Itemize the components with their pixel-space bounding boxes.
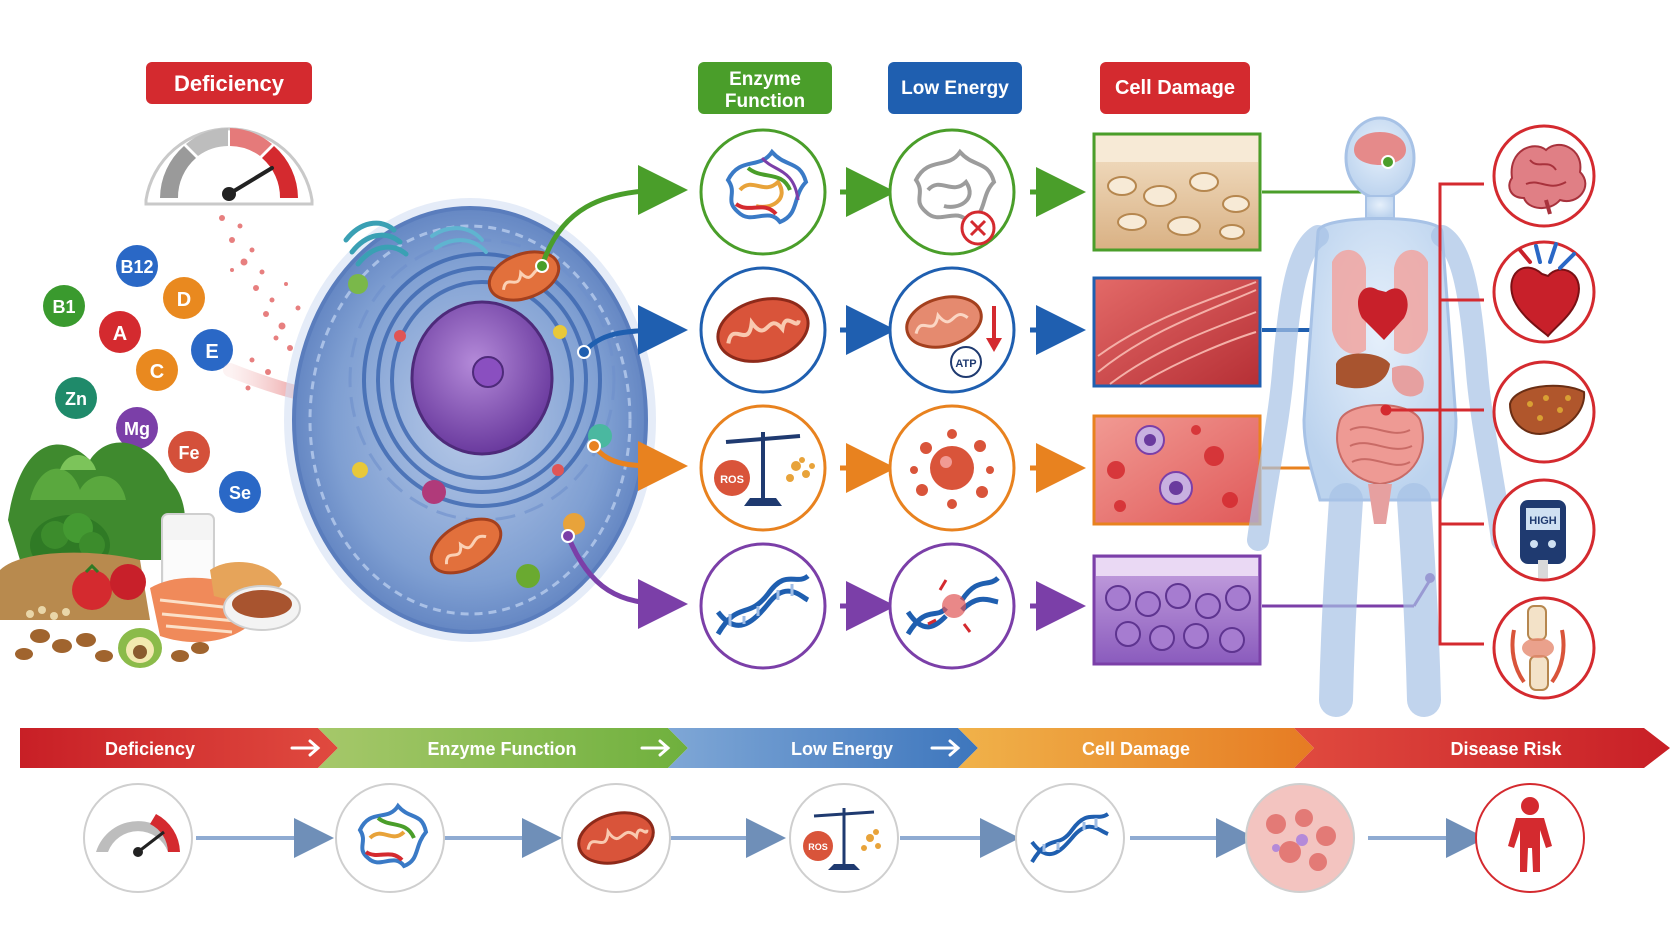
bottom-icon-row: ROS — [83, 783, 1585, 893]
bottom-person-icon — [1475, 783, 1585, 893]
svg-text:A: A — [113, 323, 127, 345]
timeline-segment-damage — [958, 728, 1314, 768]
svg-text:Se: Se — [229, 483, 251, 503]
svg-text:B1: B1 — [52, 297, 75, 317]
row-energy: ATP — [699, 266, 1356, 394]
nutrient-mg: Mg — [116, 407, 158, 449]
svg-text:Fe: Fe — [178, 443, 199, 463]
bone-tissue-image — [1092, 132, 1262, 252]
deficiency-header: Deficiency — [146, 62, 312, 104]
glucose-meter-icon: HIGH — [1492, 478, 1596, 582]
timeline-segment-enzyme — [318, 728, 688, 768]
timeline-label-disease: Disease Risk — [1450, 739, 1562, 759]
heart-organ — [1357, 287, 1408, 340]
enzyme-protein-icon — [699, 128, 827, 256]
inflamed-tissue-image — [1092, 414, 1262, 526]
muscle-tissue-image — [1092, 276, 1262, 388]
svg-text:ROS: ROS — [720, 474, 744, 486]
nutrient-a: A — [99, 311, 141, 353]
bottom-dna-icon — [1015, 783, 1125, 893]
enzyme-function-header: Enzyme Function — [698, 62, 832, 114]
timeline-label-damage: Cell Damage — [1082, 739, 1190, 759]
organ-connectors — [1380, 182, 1484, 646]
svg-text:D: D — [177, 289, 191, 311]
branch-arrows — [535, 165, 688, 629]
nutrient-d: D — [163, 277, 205, 319]
timeline-label-energy: Low Energy — [791, 739, 893, 759]
healthy-food-illustration — [0, 442, 301, 668]
bottom-gauge-icon — [83, 783, 193, 893]
svg-text:B12: B12 — [120, 257, 153, 277]
timeline-segment-energy — [668, 728, 978, 768]
damaged-cell-tissue-image — [1092, 554, 1262, 666]
low-energy-header-label: Low Energy — [901, 78, 1009, 99]
bottom-ros-icon: ROS — [789, 783, 899, 893]
inactive-enzyme-icon — [888, 128, 1016, 256]
enzyme-header-line2: Function — [725, 91, 805, 112]
svg-text:Zn: Zn — [65, 389, 87, 409]
cell-illustration — [284, 198, 656, 642]
deficiency-gauge-icon — [144, 127, 314, 206]
brain-icon — [1492, 124, 1596, 228]
timeline-label-enzyme: Enzyme Function — [427, 739, 576, 759]
heart-icon — [1492, 240, 1596, 344]
atp-badge — [950, 346, 982, 378]
nutrient-zn: Zn — [55, 377, 97, 419]
nutrient-b12: B12 — [116, 245, 158, 287]
bottom-enzyme-icon — [335, 783, 445, 893]
bottom-mitochondria-icon — [561, 783, 671, 893]
nutrient-bubbles: B12 B1 D A E C Zn Mg Fe Se — [43, 245, 261, 513]
svg-text:ROS: ROS — [808, 842, 828, 852]
nutrient-e: E — [191, 329, 233, 371]
human-body-illustration — [1247, 116, 1513, 717]
deficiency-particles — [219, 215, 301, 391]
dna-icon — [699, 542, 827, 670]
joint-icon — [1492, 596, 1596, 700]
timeline-banner: Deficiency Enzyme Function Low Energy Ce… — [20, 728, 1670, 768]
organ-icons: HIGH — [1492, 124, 1596, 700]
nutrient-b1: B1 — [43, 285, 85, 327]
nutrient-fe: Fe — [168, 431, 210, 473]
deficiency-header-label: Deficiency — [174, 71, 285, 96]
bottom-tissue-icon — [1245, 783, 1355, 893]
liver-icon — [1492, 360, 1596, 464]
timeline-segment-deficiency — [20, 728, 338, 768]
liver-organ — [1336, 353, 1390, 389]
svg-text:E: E — [205, 341, 218, 363]
nutrient-se: Se — [219, 471, 261, 513]
cell-damage-header: Cell Damage — [1100, 62, 1250, 114]
enzyme-header-line1: Enzyme — [729, 69, 801, 90]
svg-text:ATP: ATP — [955, 358, 976, 370]
cell-damage-header-label: Cell Damage — [1115, 77, 1235, 99]
nutrient-c: C — [136, 349, 178, 391]
timeline-label-deficiency: Deficiency — [105, 739, 195, 759]
mitochondrion-icon — [429, 517, 503, 575]
svg-text:C: C — [150, 361, 164, 383]
row-oxidative: ROS — [699, 404, 1348, 532]
svg-text:HIGH: HIGH — [1529, 515, 1557, 527]
low-energy-header: Low Energy — [888, 62, 1022, 114]
timeline-segment-disease — [1294, 728, 1670, 768]
svg-text:Mg: Mg — [124, 419, 150, 439]
row-enzyme — [699, 128, 1390, 256]
row-dna — [699, 542, 1435, 670]
